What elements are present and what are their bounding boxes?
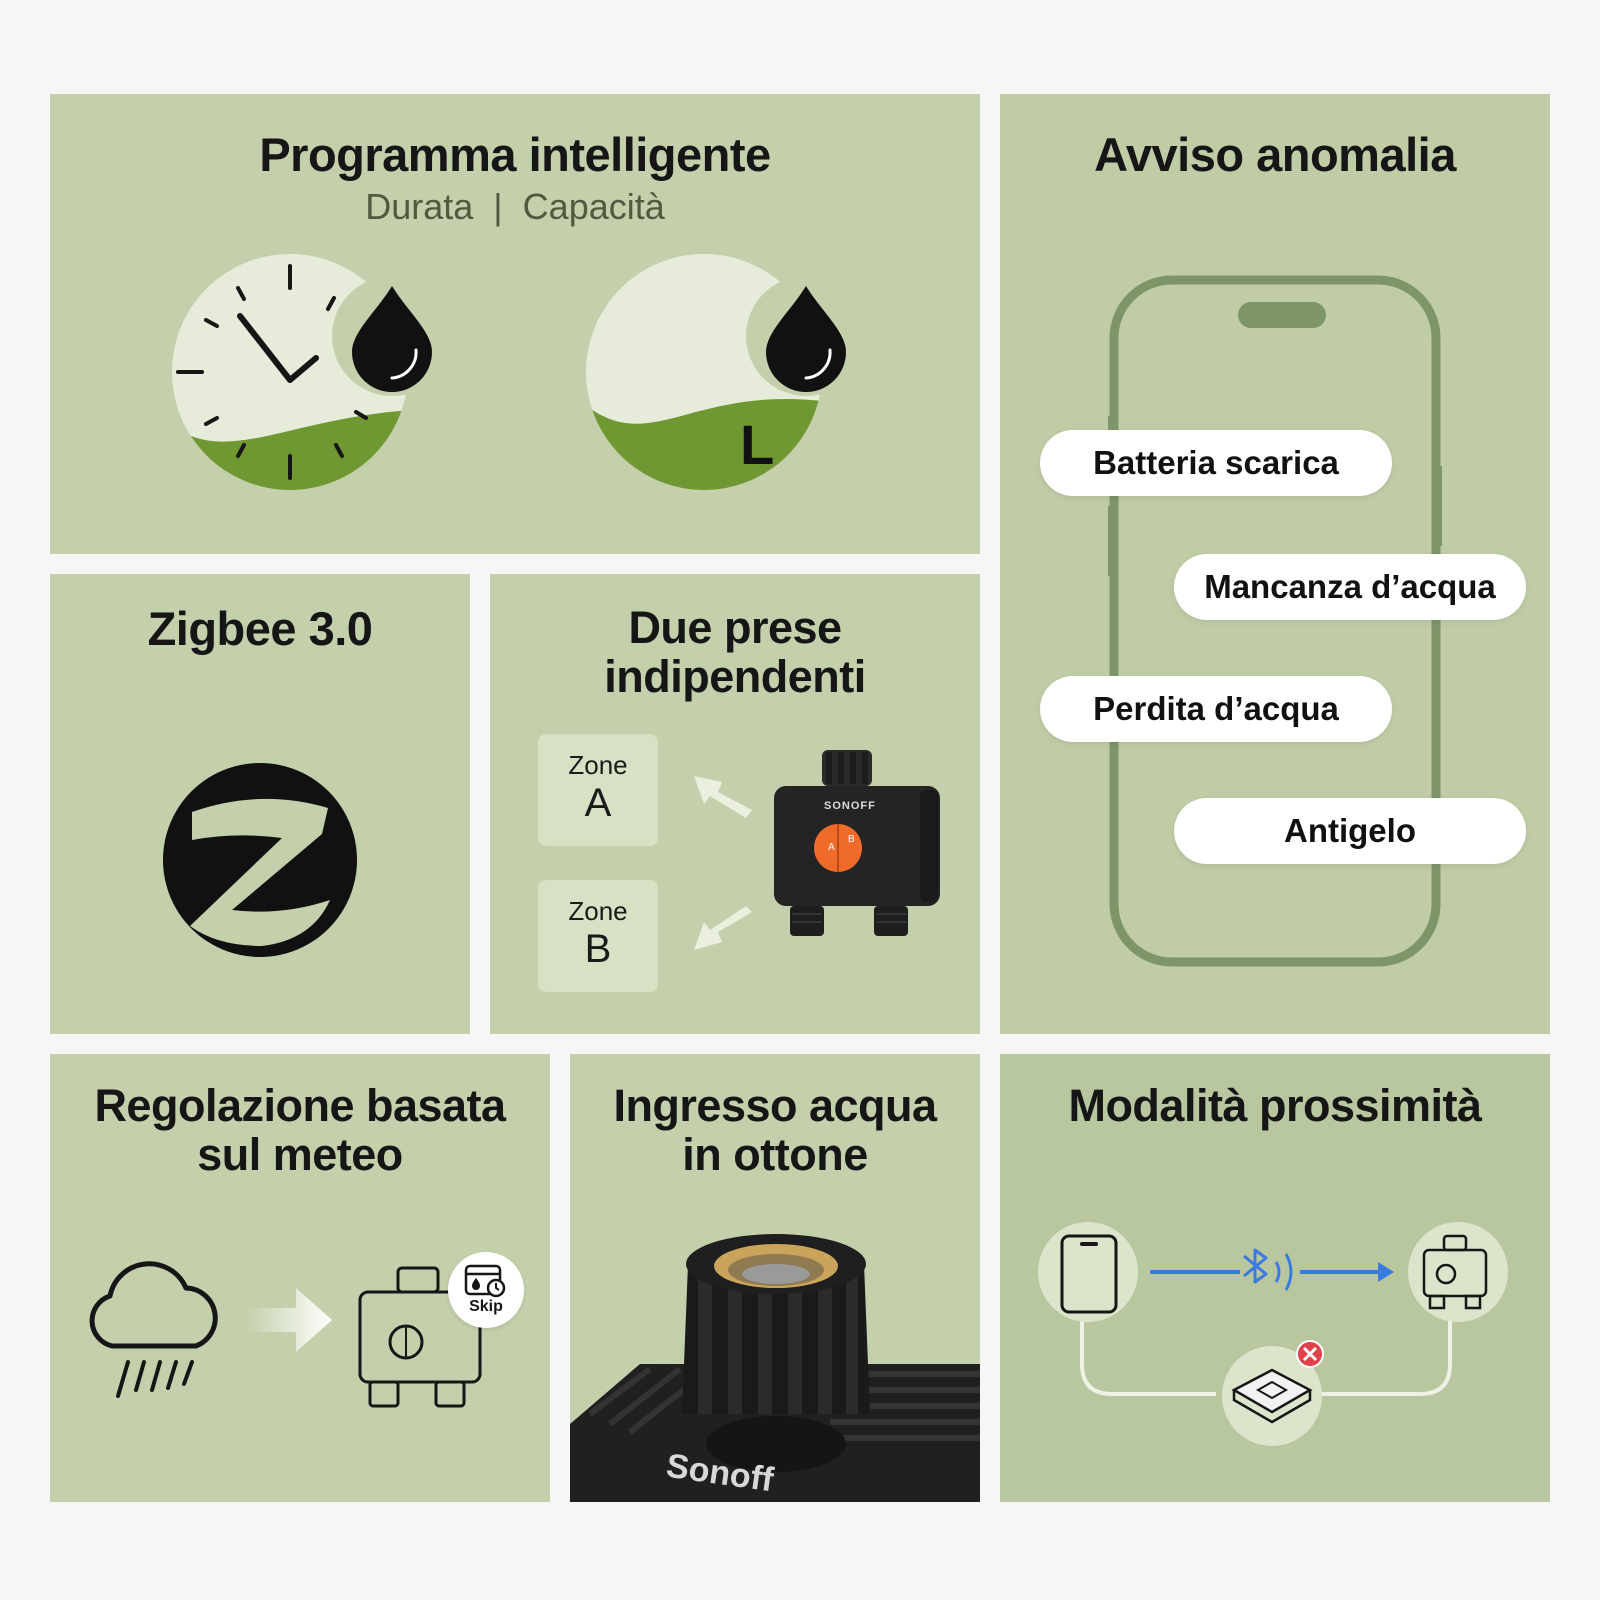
device-button-a: A (828, 842, 835, 853)
meteo-title-line2: sul meteo (197, 1128, 403, 1180)
brass-inlet-image (570, 1234, 980, 1502)
ottone-title-line1: Ingresso acqua (613, 1080, 937, 1131)
alert-pill-no-water: Mancanza d’acqua (1174, 554, 1526, 620)
device-brand-label: SONOFF (824, 800, 876, 812)
ottone-title-line2: in ottone (682, 1128, 868, 1180)
arrow-to-zone-a-icon (694, 776, 752, 818)
zone-a-word: Zone (568, 750, 628, 780)
alert-pill-leak: Perdita d’acqua (1040, 676, 1392, 742)
prese-title: Due prese indipendenti (490, 602, 980, 702)
panel-prese: Due prese indipendenti Zone A Zone B SON… (490, 574, 980, 1034)
arrow-right-icon (246, 1288, 332, 1352)
alert-pill-antifreeze: Antigelo (1174, 798, 1526, 864)
meteo-title: Regolazione basata sul meteo (50, 1080, 550, 1180)
prese-title-line2: indipendenti (604, 650, 866, 702)
proximity-diagram (1038, 1222, 1508, 1446)
zone-b-word: Zone (568, 896, 628, 926)
ottone-title: Ingresso acqua in ottone (570, 1080, 980, 1180)
rain-cloud-icon (89, 1261, 218, 1398)
programma-title: Programma intelligente (259, 128, 771, 181)
prese-title-line1: Due prese (628, 602, 842, 653)
skip-label: Skip (469, 1298, 503, 1315)
water-timer-device-icon (774, 750, 940, 936)
zone-b-card: Zone B (538, 880, 658, 992)
panel-prossimita: Modalità prossimità (1000, 1054, 1550, 1502)
alert-pill-battery: Batteria scarica (1040, 430, 1392, 496)
subtitle-duration: Durata (365, 186, 474, 227)
subtitle-separator: | (493, 186, 503, 227)
zone-a-card: Zone A (538, 734, 658, 846)
panel-programma: Programma intelligente Durata | Capacità (50, 94, 980, 554)
arrow-to-zone-b-icon (694, 906, 752, 950)
programma-subtitle: Durata | Capacità (50, 186, 980, 228)
prossimita-title: Modalità prossimità (1068, 1080, 1482, 1131)
meteo-title-line1: Regolazione basata (94, 1080, 506, 1131)
panel-zigbee: Zigbee 3.0 (50, 574, 470, 1034)
capacity-icon (586, 254, 866, 490)
zigbee-logo-icon (163, 763, 357, 957)
calendar-skip-icon (464, 1264, 506, 1298)
subtitle-capacity: Capacità (522, 186, 665, 227)
device-button-b: B (848, 834, 855, 845)
zone-b-letter: B (584, 927, 612, 971)
panel-ottone: Ingresso acqua in ottone Sonoff (570, 1054, 980, 1502)
panel-avviso: Avviso anomalia Batteria scarica Mancanz… (1000, 94, 1550, 1034)
zone-a-letter: A (584, 781, 612, 825)
panel-meteo: Regolazione basata sul meteo Skip (50, 1054, 550, 1502)
clock-icon (172, 254, 452, 490)
capacity-unit-label: L (740, 413, 775, 476)
avviso-title: Avviso anomalia (1094, 128, 1456, 181)
zigbee-title: Zigbee 3.0 (147, 602, 373, 655)
water-timer-outline-icon (358, 1266, 482, 1408)
skip-badge: Skip (448, 1252, 524, 1328)
